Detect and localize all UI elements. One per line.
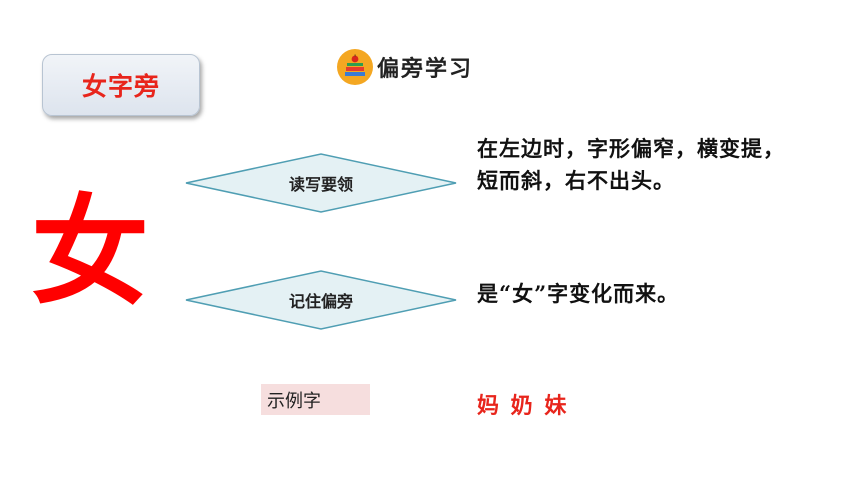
- radical-title: 女字旁: [81, 72, 160, 101]
- reading-writing-tips-diamond: 读写要领: [184, 152, 458, 214]
- example-characters-label-box: 示例字: [261, 384, 370, 415]
- example-characters-label: 示例字: [267, 390, 321, 412]
- writing-tips-line-1: 在左边时，字形偏窄，横变提，: [477, 136, 785, 161]
- remember-radical-diamond: 记住偏旁: [184, 269, 458, 331]
- main-radical-character: 女: [30, 182, 149, 321]
- remember-radical-label: 记住偏旁: [288, 292, 353, 311]
- writing-tips-line-2: 短而斜，右不出头。: [477, 168, 675, 193]
- radical-title-box: 女字旁: [42, 54, 200, 116]
- writing-tips-text: 在左边时，字形偏窄，横变提， 短而斜，右不出头。: [477, 133, 857, 197]
- example-characters: 妈 奶 妹: [477, 393, 569, 419]
- radical-origin-text: 是“女”字变化而来。: [477, 281, 680, 306]
- reading-writing-tips-label: 读写要领: [288, 175, 353, 194]
- section-header: 偏旁学习: [337, 47, 473, 87]
- books-apple-icon: [337, 49, 373, 85]
- section-title: 偏旁学习: [377, 56, 474, 82]
